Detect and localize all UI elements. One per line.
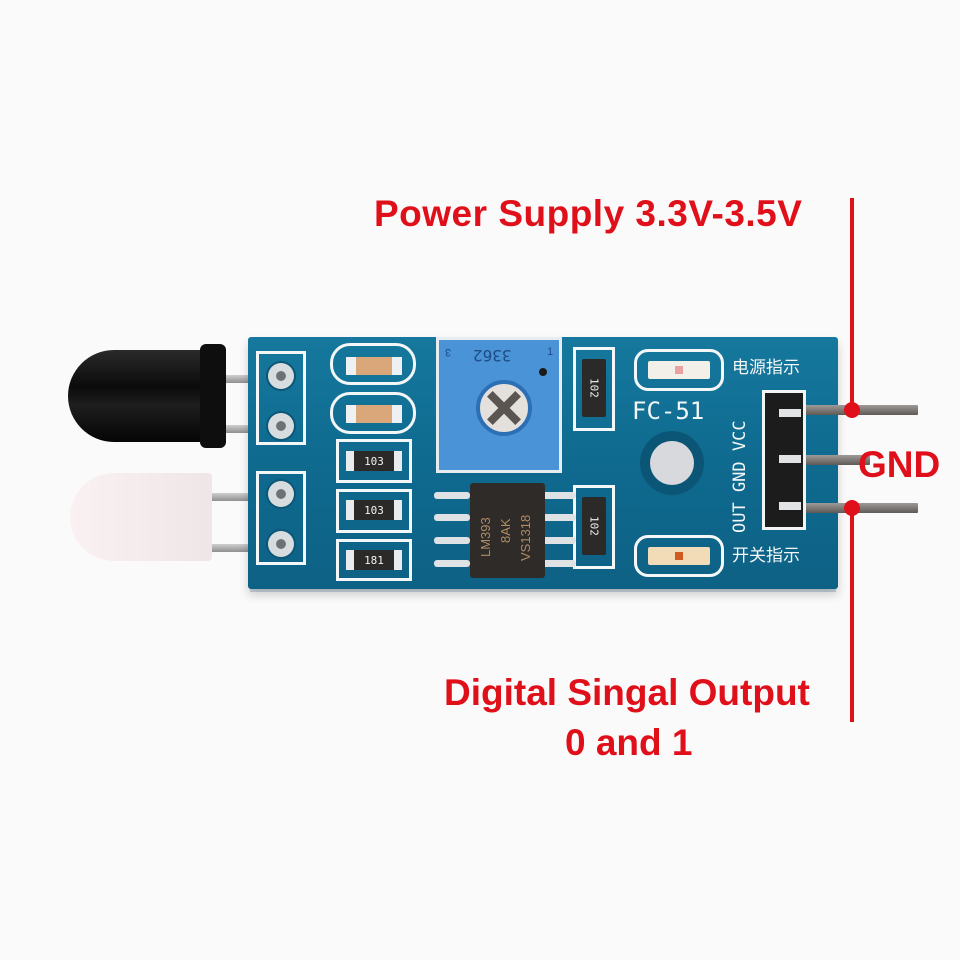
solder-pad [266,411,296,441]
ic-pin [540,537,576,544]
lm393-comparator-chip: LM393 8AK VS1318 [470,483,545,578]
smd-resistor: 103 [346,451,402,471]
pot-indicator-dot [539,368,547,376]
ir-receiver-photodiode [68,350,218,442]
silkscreen-box [634,535,724,577]
pcb-edge [250,586,836,592]
smd-resistor: 181 [346,550,402,570]
silkscreen-box [330,343,416,385]
out-pointer-dot [844,500,860,516]
resistor-code: 103 [364,454,384,468]
silkscreen-box [573,485,615,569]
smd-capacitor [346,357,402,375]
ic-pin [434,492,470,499]
silkscreen-box [336,439,412,483]
smd-resistor: 102 [582,359,606,417]
digital-output-values-label: 0 and 1 [565,722,693,763]
resistor-code: 103 [364,503,384,517]
gnd-pin [780,455,870,465]
ic-marking-line1: LM393 [478,517,493,557]
mounting-hole [640,431,704,495]
resistor-code: 181 [364,553,384,567]
ic-pin [434,514,470,521]
vcc-pointer-dot [844,402,860,418]
potentiometer[interactable]: 3362 3 1 [436,337,562,473]
ir-emitter-led [70,473,212,561]
silkscreen-box [330,392,416,434]
ic-pin [434,537,470,544]
smd-resistor: 103 [346,500,402,520]
ir-receiver-rim [200,344,226,448]
pot-pin-3-label: 3 [445,346,452,358]
ic-pin [540,492,576,499]
silkscreen-box [634,349,724,391]
solder-pad [266,479,296,509]
ic-pin [540,560,576,567]
pot-adjust-screw-icon[interactable] [476,380,532,436]
ic-pin [434,560,470,567]
silkscreen-box [256,351,306,445]
pin-header [762,390,806,530]
smd-resistor: 102 [582,497,606,555]
vcc-pointer-line [850,198,854,412]
silkscreen-box [256,471,306,565]
smd-capacitor [346,405,402,423]
resistor-code: 102 [587,516,601,536]
model-label: FC-51 [632,397,705,425]
pot-marking: 3362 [473,346,512,365]
switch-indicator-label: 开关指示 [732,546,800,566]
solder-pad [266,361,296,391]
ic-marking-line2: 8AK [498,518,513,543]
silkscreen-box [336,539,412,581]
digital-output-label: Digital Singal Output [444,672,810,713]
power-indicator-label: 电源指示 [732,358,800,378]
power-supply-label: Power Supply 3.3V-3.5V [374,193,803,234]
silkscreen-box [336,489,412,533]
pin-labels: OUT GND VCC [730,420,750,533]
ic-marking-line3: VS1318 [518,514,533,561]
pot-pin-1-label: 1 [547,346,554,358]
ic-pin [540,514,576,521]
gnd-label: GND [858,444,941,485]
out-pointer-line [850,508,854,722]
switch-indicator-led [648,547,710,565]
silkscreen-box [573,347,615,431]
resistor-code: 102 [587,378,601,398]
solder-pad [266,529,296,559]
power-indicator-led [648,361,710,379]
